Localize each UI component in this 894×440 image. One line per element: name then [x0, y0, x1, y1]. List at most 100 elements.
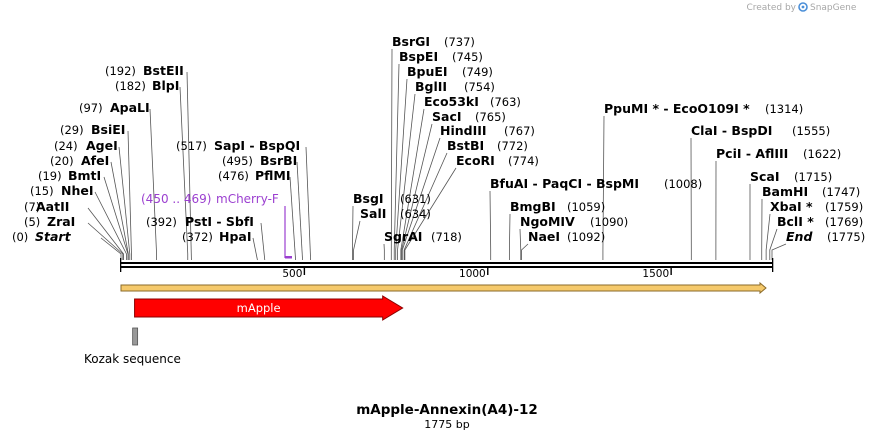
site-name-bmti[interactable]: BmtI [68, 168, 101, 183]
site-name-afei[interactable]: AfeI [81, 153, 109, 168]
site-name-psti-sbfi[interactable]: PstI - SbfI [185, 214, 254, 229]
leader-line-bfuai-paqci-bspmi [489, 190, 492, 260]
site-name-saci[interactable]: SacI [432, 109, 462, 124]
site-pos-xbai: (1759) [825, 200, 863, 214]
leader-line-end [771, 243, 787, 260]
site-name-ecori[interactable]: EcoRI [456, 153, 495, 168]
site-pos-hpai: (372) [182, 230, 213, 244]
leader-line-bpuei [395, 78, 408, 260]
site-pos-zrai: (5) [24, 215, 40, 229]
site-pos-sgrai: (718) [431, 230, 462, 244]
leader-line-aatii [87, 207, 124, 260]
leader-line-bglii [397, 93, 416, 260]
site-name-bsrgi[interactable]: BsrGI [392, 34, 430, 49]
site-name-bfuai-paqci-bspmi[interactable]: BfuAI - PaqCI - BspMI [490, 176, 639, 191]
site-name-eco53ki[interactable]: Eco53kI [424, 94, 479, 109]
snapgene-brand-text: SnapGene [810, 3, 857, 13]
site-pos-sali: (634) [400, 207, 431, 221]
backbone-bottom-strand [121, 266, 772, 268]
site-name-bspei[interactable]: BspEI [399, 49, 438, 64]
site-name-aatii[interactable]: AatII [36, 199, 69, 214]
site-pos-scai: (1715) [794, 170, 832, 184]
site-name-naei[interactable]: NaeI [528, 229, 560, 244]
leader-line-sali [353, 220, 361, 260]
primer-name[interactable]: mCherry-F [216, 192, 279, 206]
site-pos-pcii-afliii: (1622) [803, 147, 841, 161]
site-name-bamhi[interactable]: BamHI [762, 184, 808, 199]
site-name-bsteii[interactable]: BstEII [143, 63, 184, 78]
site-name-bsgi[interactable]: BsgI [353, 191, 384, 206]
leader-line-hpai [252, 237, 258, 261]
site-name-bglii[interactable]: BglII [415, 79, 447, 94]
site-pos-start: (0) [12, 230, 28, 244]
backbone-top-strand [121, 262, 772, 264]
site-name-apali[interactable]: ApaLI [110, 100, 150, 115]
site-leader-lines [87, 48, 787, 261]
site-name-agei[interactable]: AgeI [86, 138, 118, 153]
feature-mapple-arrow[interactable] [134, 295, 404, 321]
site-pos-end: (1775) [827, 230, 865, 244]
map-title: mApple-Annexin(A4)-12 [356, 402, 538, 418]
site-name-bsrbi[interactable]: BsrBI [260, 153, 297, 168]
site-pos-ngomiv: (1090) [590, 215, 628, 229]
site-name-bmgbi[interactable]: BmgBI [510, 199, 556, 214]
site-name-hindiii[interactable]: HindIII [440, 123, 487, 138]
tick-label-1000: 1000 [459, 268, 486, 280]
sequence-backbone [120, 258, 774, 272]
site-pos-nhei: (15) [30, 184, 54, 198]
site-pos-bsteii: (192) [105, 64, 136, 78]
tick-label-1500: 1500 [642, 268, 669, 280]
site-name-bcli[interactable]: BclI * [777, 214, 814, 229]
leader-line-xbai [765, 213, 771, 260]
orf-arrow[interactable] [120, 281, 767, 295]
site-name-xbai[interactable]: XbaI * [770, 199, 813, 214]
leader-line-blpi [179, 86, 189, 260]
site-name-pcii-afliii[interactable]: PciI - AflIII [716, 146, 788, 161]
leader-line-agei [118, 146, 131, 260]
site-pos-bstbi: (772) [497, 139, 528, 153]
site-name-start[interactable]: Start [35, 229, 72, 244]
site-pos-psti-sbfi: (392) [146, 215, 177, 229]
leader-line-afei [110, 161, 129, 260]
leader-line-start [100, 237, 122, 260]
site-name-bstbi[interactable]: BstBI [447, 138, 484, 153]
feature-kozak-box[interactable] [132, 327, 139, 346]
leader-line-bmgbi [508, 213, 511, 260]
site-name-nhei[interactable]: NheI [61, 183, 94, 198]
backbone-end-cap [772, 258, 774, 272]
site-name-pflmi[interactable]: PflMI [255, 168, 291, 183]
site-name-bsiei[interactable]: BsiEI [91, 122, 125, 137]
site-pos-ppumi-ecoo109i: (1314) [765, 102, 803, 116]
leader-line-ngomiv [519, 228, 522, 260]
site-pos-ecori: (774) [508, 154, 539, 168]
site-name-sapi-bspqi[interactable]: SapI - BspQI [214, 138, 300, 153]
site-name-sali[interactable]: SalI [360, 206, 386, 221]
site-name-clai-bspdi[interactable]: ClaI - BspDI [691, 123, 772, 138]
backbone-start-cap [120, 258, 122, 272]
site-pos-bsrbi: (495) [222, 154, 253, 168]
site-pos-clai-bspdi: (1555) [792, 124, 830, 138]
site-name-hpai[interactable]: HpaI [219, 229, 252, 244]
site-name-scai[interactable]: ScaI [750, 169, 780, 184]
site-name-ngomiv[interactable]: NgoMIV [520, 214, 575, 229]
site-pos-naei: (1092) [567, 230, 605, 244]
site-name-zrai[interactable]: ZraI [47, 214, 75, 229]
site-pos-eco53ki: (763) [490, 95, 521, 109]
site-pos-bmti: (19) [38, 169, 62, 183]
tick-mark-1000 [487, 268, 489, 275]
tick-label-500: 500 [282, 268, 302, 280]
site-pos-bsrgi: (737) [444, 35, 475, 49]
site-pos-bpuei: (749) [462, 65, 493, 79]
tick-mark-1500 [670, 268, 672, 275]
site-name-sgrai[interactable]: SgrAI [384, 229, 422, 244]
leader-line-pflmi [289, 176, 296, 261]
leader-line-bsgi [352, 205, 354, 260]
primer-mark[interactable] [285, 256, 293, 259]
primer-range: (450 .. 469) [141, 192, 211, 206]
tick-mark-500 [303, 268, 306, 275]
site-name-end[interactable]: End [786, 229, 813, 244]
site-name-bpuei[interactable]: BpuEI [407, 64, 448, 79]
site-name-blpi[interactable]: BlpI [152, 78, 179, 93]
site-name-ppumi-ecoo109i[interactable]: PpuMI * - EcoO109I * [604, 101, 750, 116]
